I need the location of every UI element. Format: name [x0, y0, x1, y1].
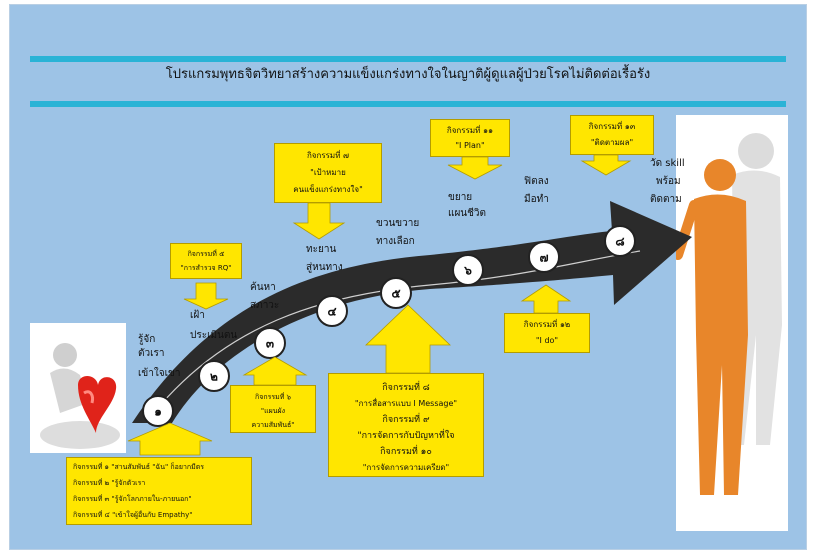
box-line: กิจกรรมที่ ๑ "สานสัมพันธ์ "ฉัน" ก็อยากมี… [73, 463, 205, 471]
step-node-6: ๖ [452, 254, 484, 286]
step-label-2: เฝ้า ประเมินตน [190, 309, 237, 343]
box-line: "การจัดการความเครียด" [362, 463, 450, 472]
box-line: "I do" [535, 336, 559, 345]
pointer-arrow-b4 [292, 202, 346, 240]
box-line: กิจกรรมที่ ๑๐ [380, 447, 432, 457]
label-line: เฝ้า [190, 310, 205, 321]
label-line: ทะยาน [306, 244, 337, 255]
box-line: กิจกรรมที่ ๑๒ [523, 320, 571, 329]
step-circle [142, 395, 174, 427]
box-line: "เป้าหมาย [310, 168, 346, 177]
step-number: ๗ [539, 251, 548, 265]
box-line: ความสัมพันธ์" [251, 421, 295, 429]
step-circle [604, 225, 636, 257]
pointer-arrow-b6 [447, 156, 503, 180]
step-number: ๑ [154, 405, 162, 419]
box-line: "การจัดการกับปัญหาที่ใจ [357, 431, 455, 441]
step-node-3: ๓ [254, 327, 286, 359]
step-circle [452, 254, 484, 286]
step-circle [254, 327, 286, 359]
activity-box-1-4: กิจกรรมที่ ๑ "สานสัมพันธ์ "ฉัน" ก็อยากมี… [66, 457, 252, 525]
step-node-2: ๒ [198, 360, 230, 392]
left-figure-image [30, 323, 126, 453]
activity-box-5: กิจกรรมที่ ๕ "การสำรวจ RQ" [170, 243, 242, 279]
label-line: ทางเลือก [376, 236, 415, 247]
box-line: "ติดตามผล" [590, 138, 634, 147]
label-line: มือทำ [524, 194, 549, 205]
step-label-6: ขยาย แผนชีวิต [448, 191, 486, 221]
box-line: กิจกรรมที่ ๒ "รู้จักตัวเรา [73, 479, 146, 487]
label-line: แผนชีวิต [448, 208, 487, 219]
page-title: โปรแกรมพุทธจิตวิทยาสร้างความแข็งแกร่งทาง… [165, 67, 651, 82]
box-line: คนแข็งแกร่งทางใจ" [293, 185, 363, 194]
pointer-arrow-b1 [127, 422, 213, 456]
activity-box-6: กิจกรรมที่ ๖ "แผนผัง ความสัมพันธ์" [230, 385, 316, 433]
pointer-arrow-b5 [365, 304, 451, 374]
step-number: ๒ [210, 370, 218, 384]
box-line: "การสื่อสารแบบ I Message" [354, 399, 458, 408]
box-line: กิจกรรมที่ ๑๑ [446, 126, 494, 135]
box-line: "I Plan" [455, 141, 485, 150]
box-line: กิจกรรมที่ ๘ [382, 383, 430, 393]
step-node-4: ๔ [316, 295, 348, 327]
activity-box-7: กิจกรรมที่ ๗ "เป้าหมาย คนแข็งแกร่งทางใจ" [274, 143, 382, 203]
pointer-arrow-b8 [580, 154, 632, 176]
activity-box-11: กิจกรรมที่ ๑๑ "I Plan" [430, 119, 510, 157]
label-line: รู้จัก [138, 334, 156, 345]
step-number: ๕ [391, 287, 400, 301]
box-line: กิจกรรมที่ ๗ [306, 151, 350, 160]
activity-box-13: กิจกรรมที่ ๑๓ "ติดตามผล" [570, 115, 654, 155]
step-label-4: ทะยาน สู่หนทาง [306, 243, 343, 275]
activity-box-12: กิจกรรมที่ ๑๒ "I do" [504, 313, 590, 353]
step-label-5: ขวนขวาย ทางเลือก [376, 217, 419, 249]
pointer-arrow-b2 [242, 356, 308, 386]
step-circle [198, 360, 230, 392]
step-number: ๓ [266, 337, 274, 351]
pointer-arrow-b3 [183, 282, 229, 310]
box-line: กิจกรรมที่ ๑๓ [588, 122, 636, 131]
person-lifting-heart-icon [40, 343, 120, 449]
box-line: กิจกรรมที่ ๙ [382, 415, 430, 425]
label-line: พร้อม [656, 176, 681, 187]
step-number: ๖ [463, 264, 472, 278]
step-node-7: ๗ [528, 241, 560, 273]
top-accent-bar [30, 56, 786, 62]
label-line: ตัวเรา [138, 348, 165, 359]
step-label-7: ฟิตลง มือทำ [524, 175, 549, 207]
label-line: สู่หนทาง [306, 262, 343, 273]
box-line: "แผนผัง [260, 407, 286, 415]
box-line: "การสำรวจ RQ" [180, 264, 232, 272]
step-number: ๔ [327, 305, 336, 319]
step-label-8: วัด skill พร้อม ติดตาม [650, 157, 685, 207]
step-node-5: ๕ [380, 277, 412, 309]
label-line: ขวนขวาย [376, 218, 420, 229]
people-standing-icon [676, 133, 782, 496]
box-line: กิจกรรมที่ ๕ [187, 250, 225, 258]
bottom-accent-bar [30, 101, 786, 107]
progress-arrow-diagram: ๑ ๒ ๓ ๔ ๕ ๖ ๗ ๘ [127, 154, 692, 456]
step-node-1: ๑ [142, 395, 174, 427]
right-figure-image [676, 115, 788, 531]
box-line: กิจกรรมที่ ๓ "รู้จักโลกภายใน-ภายนอก" [73, 495, 192, 503]
label-line: ฟิตลง [524, 176, 549, 187]
step-circle [528, 241, 560, 273]
diagram-frame: โปรแกรมพุทธจิตวิทยาสร้างความแข็งแกร่งทาง… [9, 4, 807, 550]
box-line: กิจกรรมที่ ๔ "เข้าใจผู้อื่นกับ Empathy" [73, 511, 193, 519]
step-label-3: ค้นหา สภาวะ [250, 281, 279, 313]
step-label-1: รู้จัก ตัวเรา เข้าใจเขา [138, 333, 180, 381]
step-number: ๘ [615, 235, 624, 249]
pointer-arrow-b7 [520, 284, 572, 314]
step-node-8: ๘ [604, 225, 636, 257]
label-line: ติดตาม [650, 194, 682, 205]
step-circle [380, 277, 412, 309]
label-line: เข้าใจเขา [138, 368, 181, 379]
step-circle [316, 295, 348, 327]
box-line: กิจกรรมที่ ๖ [255, 393, 291, 401]
label-line: สภาวะ [250, 300, 280, 311]
label-line: วัด skill [650, 158, 685, 169]
label-line: ขยาย [448, 192, 473, 203]
activity-box-8-10: กิจกรรมที่ ๘ "การสื่อสารแบบ I Message" ก… [328, 373, 484, 477]
label-line: ประเมินตน [190, 330, 238, 341]
label-line: ค้นหา [250, 282, 276, 293]
